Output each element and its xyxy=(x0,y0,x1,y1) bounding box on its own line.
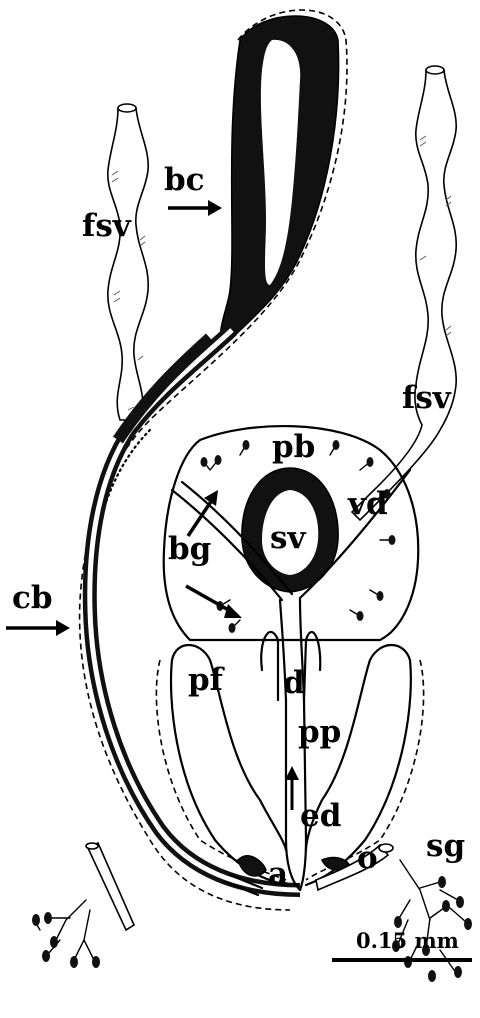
label-bg: bg xyxy=(168,531,211,567)
label-fsv-left: fsv xyxy=(82,208,132,244)
bg-arrow-lower xyxy=(186,586,232,612)
label-vd: vd xyxy=(347,486,388,522)
label-sv: sv xyxy=(270,520,306,556)
label-a: a xyxy=(268,856,288,892)
label-sg: sg xyxy=(426,828,465,864)
label-pf: pf xyxy=(188,662,225,698)
scale-bar: 0.15 mm xyxy=(332,928,472,960)
opening-ducts xyxy=(86,843,393,930)
right-fsv-structure xyxy=(352,66,456,520)
label-d: d xyxy=(283,665,305,701)
label-pp: pp xyxy=(298,714,341,750)
scale-bar-label: 0.15 mm xyxy=(356,928,459,953)
left-fsv-structure xyxy=(108,104,148,420)
label-o: o xyxy=(357,840,378,876)
label-fsv-right: fsv xyxy=(402,380,452,416)
label-cb: cb xyxy=(12,580,53,616)
label-pb: pb xyxy=(272,429,315,465)
label-ed: ed xyxy=(300,798,341,834)
label-bc: bc xyxy=(164,162,205,198)
